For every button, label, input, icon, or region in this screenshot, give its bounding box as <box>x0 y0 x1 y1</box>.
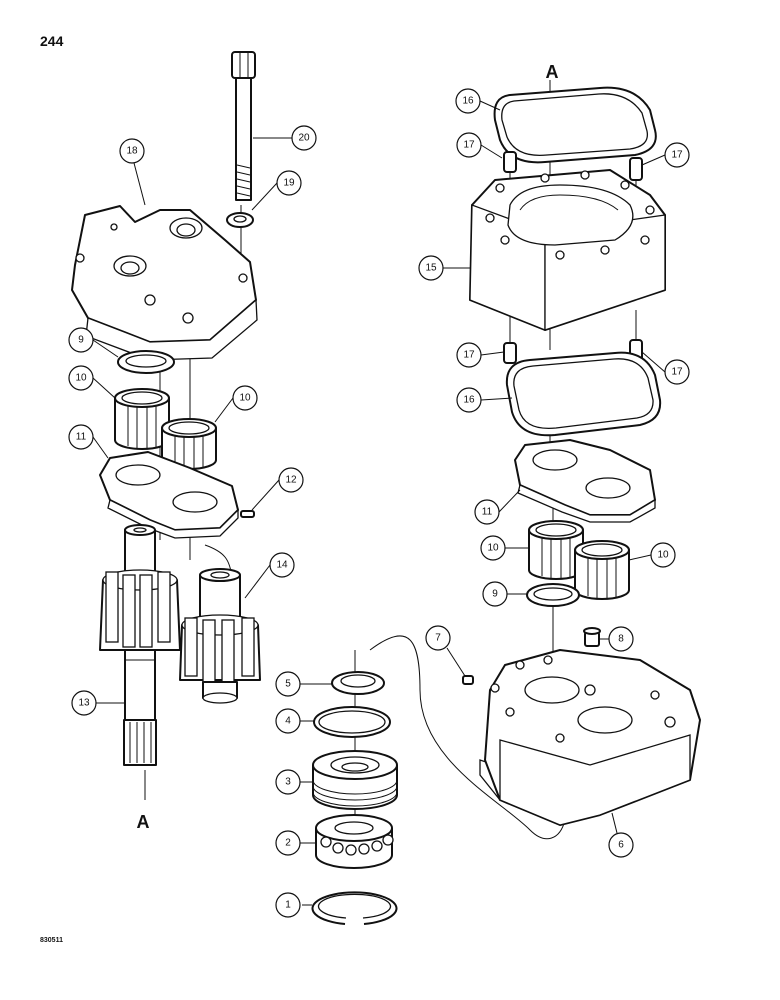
callout-1: 1 <box>275 892 301 918</box>
callout-17-top-left-label: 17 <box>463 140 475 151</box>
callout-10-left-a: 10 <box>68 365 94 391</box>
snap-ring-1 <box>311 891 398 925</box>
callout-20: 20 <box>291 125 317 151</box>
callout-11-right-label: 11 <box>482 507 493 518</box>
callout-10-right-b: 10 <box>650 542 676 568</box>
callout-10-right-b-label: 10 <box>657 550 669 561</box>
callout-11-right: 11 <box>474 499 500 525</box>
reference-mark-a-bottom: A <box>137 812 150 832</box>
callout-9-left: 9 <box>68 327 94 353</box>
callout-10-right-a: 10 <box>480 535 506 561</box>
callout-18: 18 <box>119 138 145 164</box>
dowel-17-top-left <box>503 151 517 173</box>
callout-17-bottom-right-label: 17 <box>671 367 683 378</box>
callout-6-label: 6 <box>618 840 624 851</box>
bolt-20 <box>231 51 256 201</box>
callout-14-label: 14 <box>276 560 288 571</box>
bearing-retainer-3 <box>312 750 398 810</box>
callout-5-label: 5 <box>285 679 291 690</box>
callout-19: 19 <box>276 170 302 196</box>
pin-12 <box>240 510 255 518</box>
callout-7-label: 7 <box>435 633 441 644</box>
callout-3-label: 3 <box>285 777 291 788</box>
callout-9-left-label: 9 <box>78 335 84 346</box>
drive-gear-shaft-13 <box>99 524 181 766</box>
callout-9-right: 9 <box>482 581 508 607</box>
callout-1-label: 1 <box>285 900 291 911</box>
set-screw-7 <box>462 675 474 685</box>
callout-13-label: 13 <box>78 698 90 709</box>
callout-12: 12 <box>278 467 304 493</box>
o-ring-4 <box>313 706 391 738</box>
bearing-10-left-b <box>161 418 217 470</box>
callout-15-label: 15 <box>425 263 437 274</box>
pump-body-15 <box>469 169 666 331</box>
callout-6: 6 <box>608 832 634 858</box>
callout-20-label: 20 <box>298 133 310 144</box>
callout-5: 5 <box>275 671 301 697</box>
callout-10-left-b-label: 10 <box>239 393 251 404</box>
page-number: 244 <box>40 33 64 49</box>
washer-19 <box>226 212 254 228</box>
callout-10-left-b: 10 <box>232 385 258 411</box>
callout-17-top-right: 17 <box>664 142 690 168</box>
callout-17-top-left: 17 <box>456 132 482 158</box>
dowel-17-top-right <box>629 157 643 181</box>
driven-gear-14 <box>179 568 261 704</box>
bearing-block-11-right <box>514 439 656 523</box>
o-ring-16-top <box>493 86 657 164</box>
callout-8: 8 <box>608 626 634 652</box>
o-ring-16-bottom <box>505 351 662 437</box>
callout-16-bottom: 16 <box>456 387 482 413</box>
ball-bearing-2 <box>315 814 394 869</box>
seal-ring-9-right <box>526 583 580 607</box>
callout-15: 15 <box>418 255 444 281</box>
seal-5 <box>331 671 385 695</box>
callout-4: 4 <box>275 708 301 734</box>
bearing-block-11-left <box>99 451 239 539</box>
figure-code: 830511 <box>40 937 63 944</box>
reference-mark-a-top: A <box>546 62 559 82</box>
bearing-10-left-a <box>114 388 170 450</box>
callout-17-top-right-label: 17 <box>671 150 683 161</box>
callout-10-right-a-label: 10 <box>487 543 499 554</box>
callout-19-label: 19 <box>283 178 295 189</box>
bearing-10-right-a <box>528 520 584 580</box>
callout-11-left-label: 11 <box>76 432 87 443</box>
fitting-8 <box>583 627 601 647</box>
bearing-10-right-b <box>574 540 630 600</box>
callout-13: 13 <box>71 690 97 716</box>
callout-8-label: 8 <box>618 634 624 645</box>
callout-17-bottom-right: 17 <box>664 359 690 385</box>
callout-12-label: 12 <box>285 475 297 486</box>
callout-7: 7 <box>425 625 451 651</box>
callout-4-label: 4 <box>285 716 291 727</box>
callout-16-bottom-label: 16 <box>463 395 475 406</box>
mounting-flange-6 <box>479 649 701 826</box>
callout-11-left: 11 <box>68 424 94 450</box>
seal-ring-9-left <box>117 350 175 374</box>
callout-17-bottom-left: 17 <box>456 342 482 368</box>
callout-17-bottom-left-label: 17 <box>463 350 475 361</box>
callout-2: 2 <box>275 830 301 856</box>
callout-2-label: 2 <box>285 838 291 849</box>
callout-16-top-label: 16 <box>462 96 474 107</box>
end-cover-18 <box>71 205 258 361</box>
callout-leaders <box>92 100 666 906</box>
callout-18-label: 18 <box>126 146 138 157</box>
callout-9-right-label: 9 <box>492 589 498 600</box>
callout-10-left-a-label: 10 <box>75 373 87 384</box>
callout-14: 14 <box>269 552 295 578</box>
callout-3: 3 <box>275 769 301 795</box>
callout-16-top: 16 <box>455 88 481 114</box>
dowel-17-bottom-left <box>503 342 517 364</box>
